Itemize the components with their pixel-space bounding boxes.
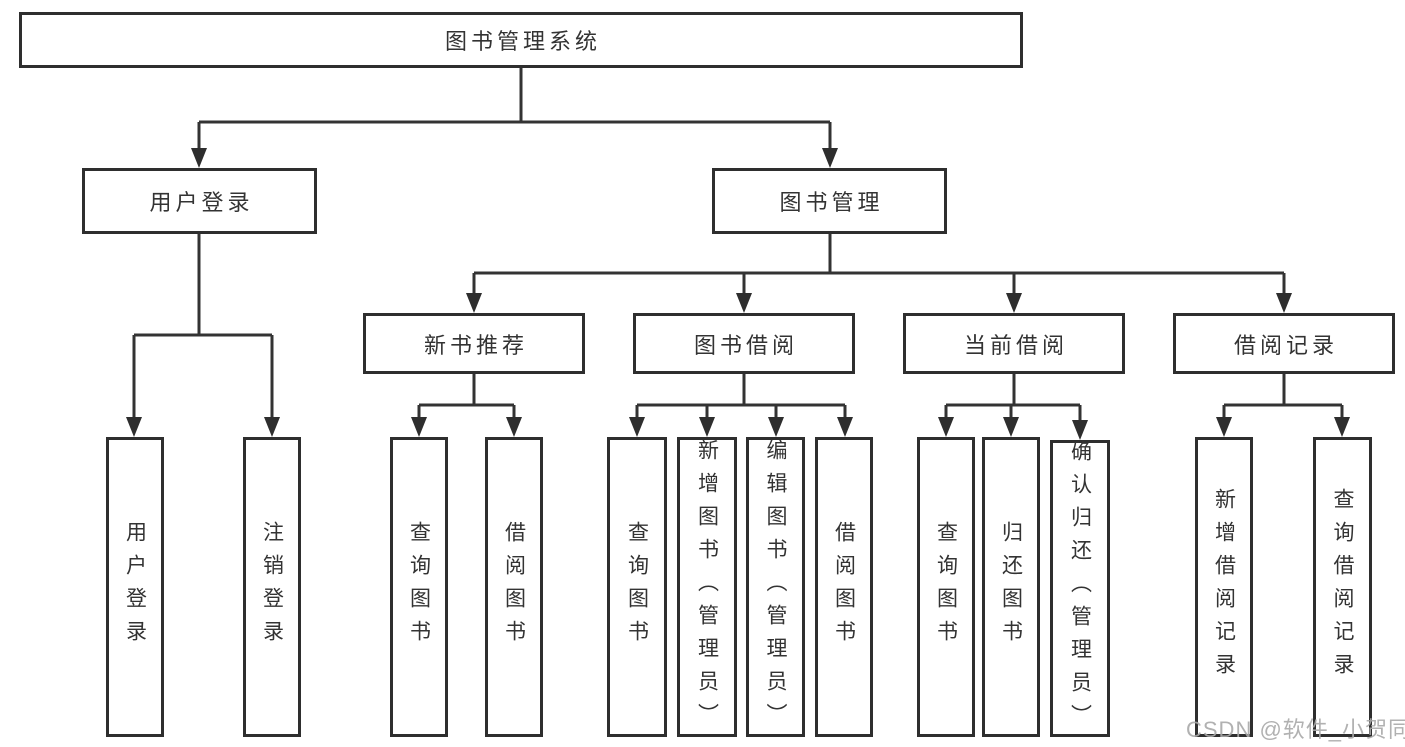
leaf-borrow-borrow-label: 借阅图书	[832, 521, 856, 653]
node-book-borrow: 图书借阅	[633, 313, 855, 374]
arrowheads	[126, 148, 1350, 440]
node-new-book-recommend-label: 新书推荐	[423, 332, 528, 358]
leaf-borrow-query: 查询图书	[607, 437, 667, 737]
node-book-management-label: 图书管理	[779, 190, 884, 215]
node-current-borrow-label: 当前借阅	[963, 332, 1068, 358]
leaf-borrow-edit-label: 编辑图书（管理员）	[764, 438, 787, 736]
node-new-book-recommend: 新书推荐	[363, 313, 585, 374]
leaf-current-return: 归还图书	[982, 437, 1040, 737]
node-current-borrow: 当前借阅	[903, 313, 1125, 374]
leaf-user-login: 用户登录	[106, 437, 164, 737]
leaf-record-add-label: 新增借阅记录	[1212, 488, 1236, 686]
leaf-newbook-borrow: 借阅图书	[485, 437, 543, 737]
node-user-login: 用户登录	[82, 168, 317, 234]
leaf-newbook-query-label: 查询图书	[407, 521, 431, 653]
node-user-login-label: 用户登录	[149, 190, 254, 215]
leaf-borrow-edit: 编辑图书（管理员）	[746, 437, 805, 737]
leaf-record-query-label: 查询借阅记录	[1331, 488, 1354, 686]
leaf-logout-label: 注销登录	[260, 521, 284, 653]
leaf-current-query: 查询图书	[917, 437, 975, 737]
leaf-newbook-query: 查询图书	[390, 437, 448, 737]
leaf-current-query-label: 查询图书	[934, 521, 958, 653]
leaf-current-confirm: 确认归还（管理员）	[1050, 440, 1110, 737]
leaf-current-return-label: 归还图书	[999, 521, 1023, 653]
leaf-borrow-add-label: 新增图书（管理员）	[695, 438, 719, 736]
node-root: 图书管理系统	[19, 12, 1023, 68]
leaf-newbook-borrow-label: 借阅图书	[502, 521, 526, 653]
node-book-management: 图书管理	[712, 168, 947, 234]
leaf-borrow-query-label: 查询图书	[625, 521, 649, 653]
leaf-borrow-borrow: 借阅图书	[815, 437, 873, 737]
leaf-logout: 注销登录	[243, 437, 301, 737]
leaf-current-confirm-label: 确认归还（管理员）	[1068, 440, 1092, 737]
leaf-user-login-label: 用户登录	[123, 521, 147, 653]
leaf-record-query: 查询借阅记录	[1313, 437, 1372, 737]
node-book-borrow-label: 图书借阅	[693, 332, 798, 358]
node-root-label: 图书管理系统	[444, 29, 601, 54]
node-borrow-records: 借阅记录	[1173, 313, 1395, 374]
node-borrow-records-label: 借阅记录	[1233, 332, 1338, 358]
leaf-borrow-add: 新增图书（管理员）	[677, 437, 737, 737]
leaf-record-add: 新增借阅记录	[1195, 437, 1253, 737]
watermark: CSDN @软件_小贺同学	[1186, 717, 1405, 742]
